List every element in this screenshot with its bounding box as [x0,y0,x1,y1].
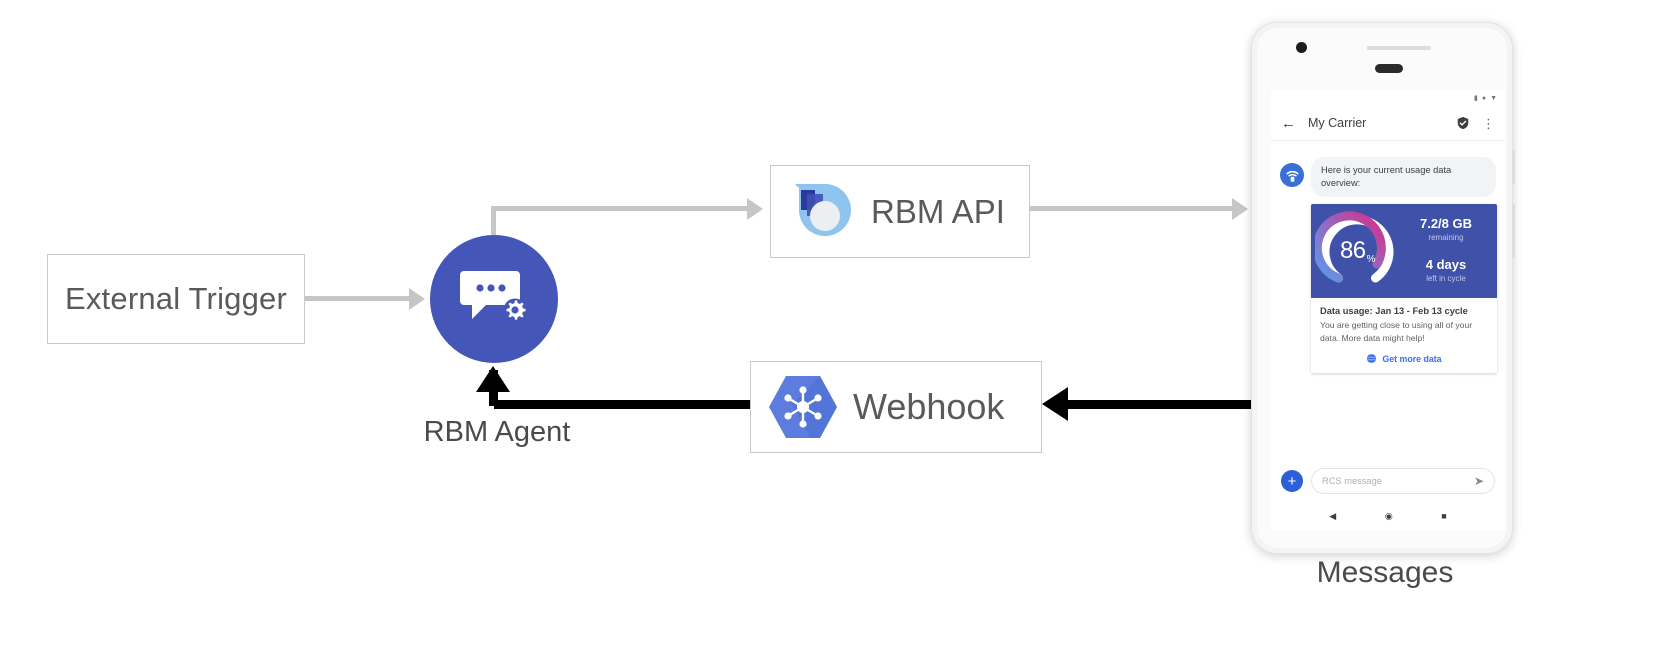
connector-agent-to-api-horizontal [491,206,749,211]
arrow-head-webhook-to-agent [476,366,510,392]
add-attachment-button[interactable]: + [1281,470,1303,492]
nav-home-icon[interactable]: ◉ [1384,510,1393,521]
hero-stats: 7.2/8 GB remaining 4 days left in cycle [1399,216,1493,285]
connector-agent-to-api-vertical [491,206,496,240]
webhook-hex-icon [769,376,837,438]
connector-phone-to-webhook [1052,400,1252,409]
volume-button[interactable] [1512,204,1515,258]
card-description: You are getting close to using all of yo… [1320,320,1473,343]
webhook-box[interactable]: Webhook [750,361,1042,453]
rbm-api-box[interactable]: RBM API [770,165,1030,258]
message-row: Here is your current usage data overview… [1280,157,1496,198]
status-bar: ▮ ● ▼ [1271,90,1505,106]
rbm-agent-label: RBM Agent [423,416,571,448]
card-body: Data usage: Jan 13 - Feb 13 cycle You ar… [1311,298,1497,373]
arrow-head-api-to-phone [1232,198,1248,220]
gauge-percent-symbol: % [1366,254,1376,266]
rbm-api-label: RBM API [871,192,1005,230]
conversation-title: My Carrier [1308,116,1367,130]
rbm-agent-node[interactable] [430,235,558,363]
send-icon[interactable]: ➤ [1473,474,1484,488]
rcs-message-placeholder: RCS message [1322,476,1382,486]
globe-icon [1366,353,1378,364]
power-button[interactable] [1512,150,1515,184]
chat-gear-icon [460,271,527,322]
arrow-head-trigger-to-agent [409,288,425,310]
back-arrow-icon[interactable]: ← [1281,114,1296,132]
data-remaining-caption: remaining [1428,233,1464,243]
external-trigger-label: External Trigger [64,281,288,316]
card-title: Data usage: Jan 13 - Feb 13 cycle [1320,306,1468,317]
phone-screen: ▮ ● ▼ ← My Carrier ⋮ [1271,90,1505,530]
message-bubble: Here is your current usage data overview… [1311,157,1496,198]
wifi-icon: ● [1481,94,1487,102]
days-left-caption: left in cycle [1426,274,1466,284]
carrier-avatar-icon [1280,163,1304,187]
overflow-menu-icon[interactable]: ⋮ [1482,115,1495,131]
nav-back-icon[interactable]: ◀ [1329,510,1337,521]
connector-trigger-to-agent [305,296,411,301]
message-text: Here is your current usage data overview… [1321,165,1452,189]
webhook-label: Webhook [853,386,1005,427]
get-more-data-button[interactable]: Get more data [1320,353,1488,364]
phone-mockup: ▮ ● ▼ ← My Carrier ⋮ [1251,22,1515,554]
days-left-value: 4 days [1425,257,1467,273]
verified-shield-icon [1457,116,1469,130]
data-usage-rich-card[interactable]: 86% 7.2/8 GB remaining 4 days left in cy… [1311,204,1497,374]
get-more-data-label: Get more data [1382,353,1442,364]
message-composer: + RCS message ➤ [1271,460,1505,502]
usage-gauge: 86% [1312,209,1399,293]
data-remaining-value: 7.2/8 GB [1419,216,1473,232]
connector-webhook-to-agent-horizontal [494,400,752,409]
card-hero: 86% 7.2/8 GB remaining 4 days left in cy… [1311,204,1497,299]
messages-label: Messages [1316,556,1454,589]
rcs-message-input[interactable]: RCS message ➤ [1311,468,1495,494]
front-camera-icon [1296,42,1307,53]
plus-icon: + [1287,472,1297,490]
arrow-head-agent-to-api [747,198,763,220]
external-trigger-box[interactable]: External Trigger [47,254,305,344]
android-nav-bar: ◀ ◉ ■ [1271,502,1505,530]
app-bar: ← My Carrier ⋮ [1271,106,1505,141]
connector-api-to-phone [1030,206,1242,211]
battery-icon: ▼ [1490,94,1497,102]
speaker-grille [1375,64,1403,73]
gauge-number: 86 [1339,237,1366,265]
signal-icon: ▮ [1473,94,1478,102]
arrow-head-phone-to-webhook [1042,387,1068,421]
gauge-percent-value: 86% [1315,237,1399,265]
earpiece-speaker [1367,46,1431,50]
message-thread: Here is your current usage data overview… [1271,141,1505,374]
phone-inner-shell: ▮ ● ▼ ← My Carrier ⋮ [1257,28,1507,548]
nav-recents-icon[interactable]: ■ [1441,510,1447,521]
rbm-api-icon [795,183,851,236]
